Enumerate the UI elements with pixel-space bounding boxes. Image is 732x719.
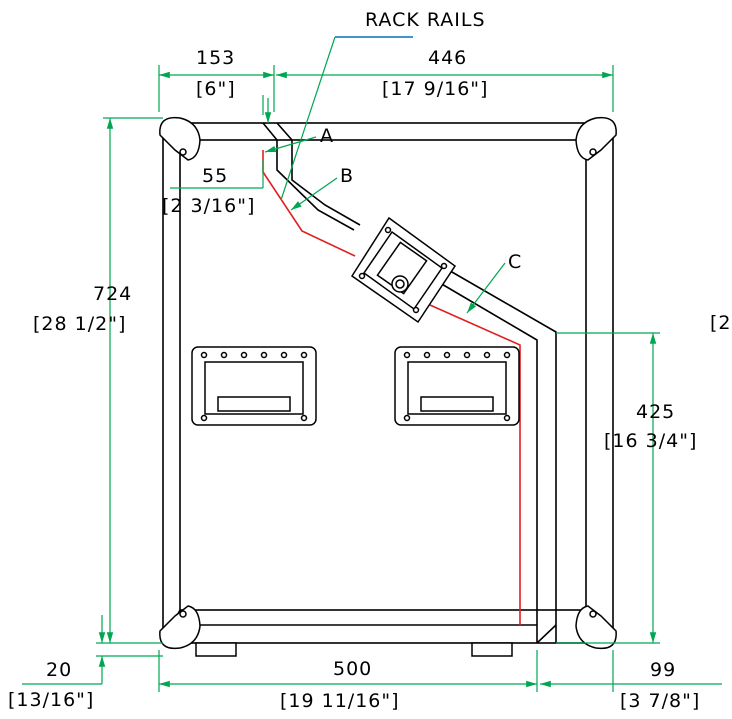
front-panel-outline (180, 122, 557, 644)
dim-99-mm: 99 (650, 659, 676, 681)
feet (195, 642, 513, 657)
dim-20-mm: 20 (46, 659, 72, 681)
corner-ball-bottom-right (575, 605, 617, 650)
dim-724-inch: [28 1/2"] (33, 313, 126, 335)
twist-latch (350, 216, 457, 324)
callout-b-label: B (340, 165, 354, 187)
title-rack-rails: RACK RAILS (365, 9, 486, 31)
foot-right (471, 642, 513, 657)
callout-a-label: A (320, 125, 334, 147)
callout-b: B (290, 165, 354, 211)
dim-99-inch: [3 7/8"] (620, 690, 700, 712)
corner-ball-top-right (575, 116, 617, 161)
dim-153-mm: 153 (196, 47, 235, 69)
dim-20-inch: [13/16"] (8, 689, 94, 711)
dim-55-mm: 55 (202, 165, 228, 187)
dim-right-cut: [2 (710, 312, 732, 334)
dim-446-inch: [17 9/16"] (382, 78, 488, 100)
handle-right (394, 346, 520, 426)
dim-446-mm: 446 (428, 47, 467, 69)
callout-c: C (466, 251, 522, 314)
dim-500-mm: 500 (333, 658, 372, 680)
dim-724-mm: 724 (93, 283, 132, 305)
dim-500-inch: [19 11/16"] (280, 690, 400, 712)
dim-153-inch: [6"] (196, 78, 236, 100)
corner-ball-bottom-left (159, 605, 201, 650)
title-leader (280, 36, 336, 201)
handle-left (191, 346, 317, 426)
corner-ball-top-left (159, 116, 201, 161)
dimension-texts: 153 [6"] 446 [17 9/16"] 55 [2 3/16"] 724… (8, 47, 732, 712)
dimension-lines (22, 65, 722, 692)
dim-425-inch: [16 3/4"] (604, 430, 697, 452)
dim-55-inch: [2 3/16"] (162, 195, 255, 217)
callout-c-label: C (508, 251, 522, 273)
foot-left (195, 642, 237, 657)
dim-425-mm: 425 (636, 401, 675, 423)
callout-a: A (264, 125, 334, 153)
